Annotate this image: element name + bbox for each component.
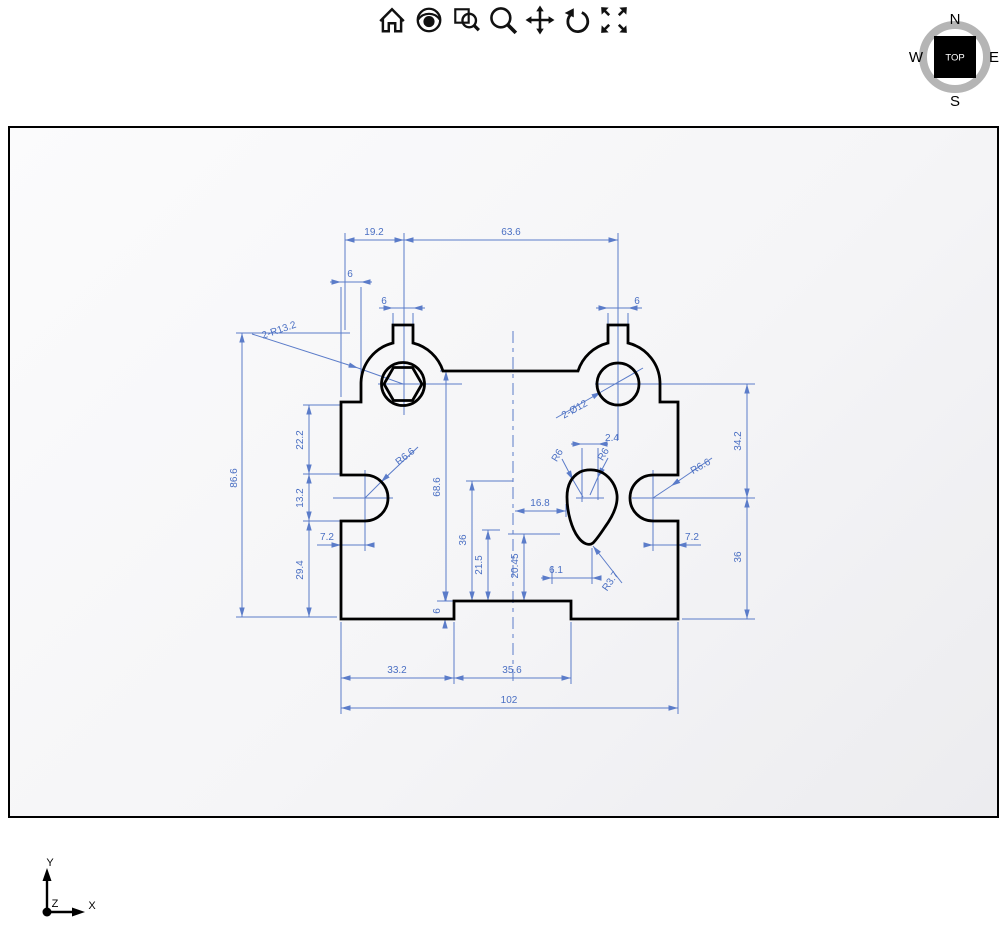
dim-label: 6 — [634, 296, 640, 307]
dim-top-span[interactable]: 63.6 — [404, 227, 618, 243]
dim-seg-upper[interactable]: 22.2 — [295, 404, 340, 475]
dim-label: 35.6 — [502, 665, 522, 676]
fit-to-view-button[interactable] — [599, 4, 629, 36]
zoom-button[interactable] — [488, 4, 518, 36]
compass-ring[interactable] — [919, 21, 991, 93]
dim-label: 13.2 — [295, 488, 306, 508]
dimension-layer: 19.2 63.6 6 6 — [229, 227, 755, 714]
dim-label: 19.2 — [364, 227, 384, 238]
origin-dot — [42, 907, 52, 917]
dim-boss-radius[interactable]: 2-R13.2 — [251, 320, 404, 385]
x-axis-label: X — [88, 900, 96, 912]
rotate-view-button[interactable] — [562, 4, 592, 36]
dim-label: 7.2 — [685, 532, 699, 543]
dim-label: 86.6 — [229, 468, 240, 488]
crosshair-left-notch — [333, 470, 393, 551]
crosshair-right-hole — [595, 233, 755, 440]
visibility-eye-icon — [416, 7, 442, 33]
rotate-view-icon — [564, 8, 590, 33]
dim-label: 20.45 — [510, 553, 521, 578]
dim-notch-depth-left[interactable]: 7.2 — [317, 532, 375, 548]
zoom-window-icon — [454, 8, 480, 32]
dim-label: 2.4 — [605, 433, 619, 444]
dim-label: 34.2 — [733, 431, 744, 451]
dim-tear-radius-left[interactable]: R6 — [550, 447, 584, 498]
dim-label: 6 — [432, 608, 443, 614]
dim-label: R6.6 — [394, 446, 418, 468]
axis-triad: Y X Z — [28, 854, 108, 930]
teardrop-cutout[interactable] — [565, 468, 619, 546]
dim-tear-tail-radius[interactable]: R3.7 — [592, 545, 623, 593]
dim-label: R3.7 — [600, 569, 621, 593]
dim-inner-c[interactable]: 20.45 — [508, 533, 560, 601]
dim-label: 36 — [458, 534, 469, 546]
dim-label: 68.6 — [432, 477, 443, 497]
dim-tear-offset[interactable]: 16.8 — [515, 498, 567, 517]
dim-label: 16.8 — [530, 498, 550, 509]
dim-top-offset[interactable]: 19.2 — [344, 227, 404, 330]
right-hole-circle[interactable] — [595, 361, 641, 407]
y-axis-label: Y — [46, 857, 54, 869]
dim-overall-width[interactable]: 102 — [341, 622, 679, 714]
dim-tear-bottom[interactable]: 6.1 — [541, 548, 602, 584]
dim-bottom-left[interactable]: 33.2 — [340, 622, 455, 714]
view-toolbar — [377, 4, 629, 36]
dim-label: 2-Ø12 — [560, 398, 590, 421]
x-axis-arrow — [72, 907, 85, 917]
dim-inner-b[interactable]: 21.5 — [474, 529, 500, 601]
dim-label: 7.2 — [320, 532, 334, 543]
dim-label: 6 — [347, 269, 353, 280]
dim-tab-left[interactable]: 6 — [379, 296, 425, 324]
part-geometry[interactable] — [339, 323, 680, 621]
dim-label: 6.1 — [549, 565, 563, 576]
dim-label: 102 — [501, 695, 518, 706]
pan-button[interactable] — [525, 4, 555, 36]
visibility-button[interactable] — [414, 4, 444, 36]
dim-label: 22.2 — [295, 430, 306, 450]
dim-seg-lower[interactable]: 29.4 — [295, 521, 312, 617]
compass-east-label[interactable]: E — [989, 49, 999, 66]
dim-bottom-step[interactable]: 6 — [432, 591, 452, 629]
compass-south-label[interactable]: S — [950, 93, 960, 110]
compass-face-label[interactable]: TOP — [945, 53, 964, 64]
fit-to-view-icon — [601, 7, 627, 33]
dim-notch-radius-right[interactable]: R6.6 — [652, 457, 713, 499]
dim-tear-top[interactable]: 2.4 — [571, 433, 619, 502]
home-button[interactable] — [377, 4, 407, 36]
dim-label: 63.6 — [501, 227, 521, 238]
compass-north-label[interactable]: N — [950, 11, 961, 28]
dim-boss-step[interactable]: 6 — [330, 269, 372, 397]
left-hole-circle[interactable] — [380, 361, 426, 407]
y-axis-arrow — [42, 868, 52, 881]
dim-label: 36 — [733, 551, 744, 563]
dim-tab-right[interactable]: 6 — [596, 296, 642, 324]
z-axis-label: Z — [52, 898, 59, 910]
dim-bottom-mid[interactable]: 35.6 — [454, 622, 572, 684]
drawing-viewport[interactable]: 19.2 63.6 6 6 — [8, 126, 999, 818]
dim-label: 29.4 — [295, 560, 306, 580]
zoom-window-button[interactable] — [451, 4, 481, 36]
dim-tear-radius-right[interactable]: R6 — [589, 446, 612, 496]
dim-label: 2-R13.2 — [261, 320, 299, 342]
zoom-icon — [490, 7, 518, 35]
dim-notch-radius-left[interactable]: R6.6 — [364, 446, 419, 499]
view-compass[interactable]: TOP N S W E — [905, 5, 1005, 110]
dim-inner-a[interactable]: 36 — [458, 480, 513, 601]
dim-overall-height[interactable]: 86.6 — [229, 332, 350, 618]
dim-inner-height[interactable]: 68.6 — [432, 370, 456, 602]
dim-label: 33.2 — [387, 665, 407, 676]
left-hole-hexagon[interactable] — [382, 366, 424, 402]
dim-right-upper[interactable]: 34.2 — [733, 384, 750, 498]
crosshair-right-notch — [632, 470, 755, 551]
compass-face[interactable] — [934, 36, 976, 78]
home-icon — [379, 7, 405, 33]
dim-label: 6 — [381, 296, 387, 307]
part-outline[interactable] — [339, 323, 680, 621]
dim-label: 21.5 — [474, 555, 485, 575]
dim-right-lower[interactable]: 36 — [682, 498, 755, 620]
pan-icon — [525, 5, 555, 35]
compass-west-label[interactable]: W — [909, 49, 924, 66]
